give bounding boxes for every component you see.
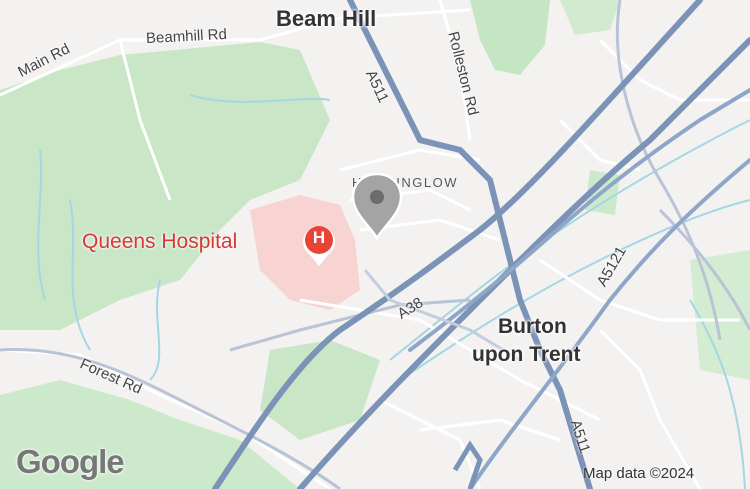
place-label-beam-hill: Beam Hill — [276, 6, 377, 31]
place-label-burton-line1: Burton — [498, 315, 567, 338]
poi-label-queens-hospital[interactable]: Queens Hospital — [82, 230, 238, 253]
map-attribution[interactable]: Map data ©2024 — [583, 465, 695, 482]
hospital-icon-letter: H — [312, 228, 326, 247]
place-label-burton-line2: upon Trent — [472, 343, 581, 366]
google-logo: Google — [16, 443, 125, 480]
hospital-marker-icon[interactable]: H — [299, 222, 339, 268]
park-area-northeast — [560, 0, 620, 35]
hospital-grounds — [250, 195, 360, 310]
park-area-southwest — [0, 380, 300, 489]
park-area-south — [260, 340, 380, 440]
location-pin-icon[interactable] — [349, 170, 405, 240]
park-area-north — [470, 0, 550, 75]
